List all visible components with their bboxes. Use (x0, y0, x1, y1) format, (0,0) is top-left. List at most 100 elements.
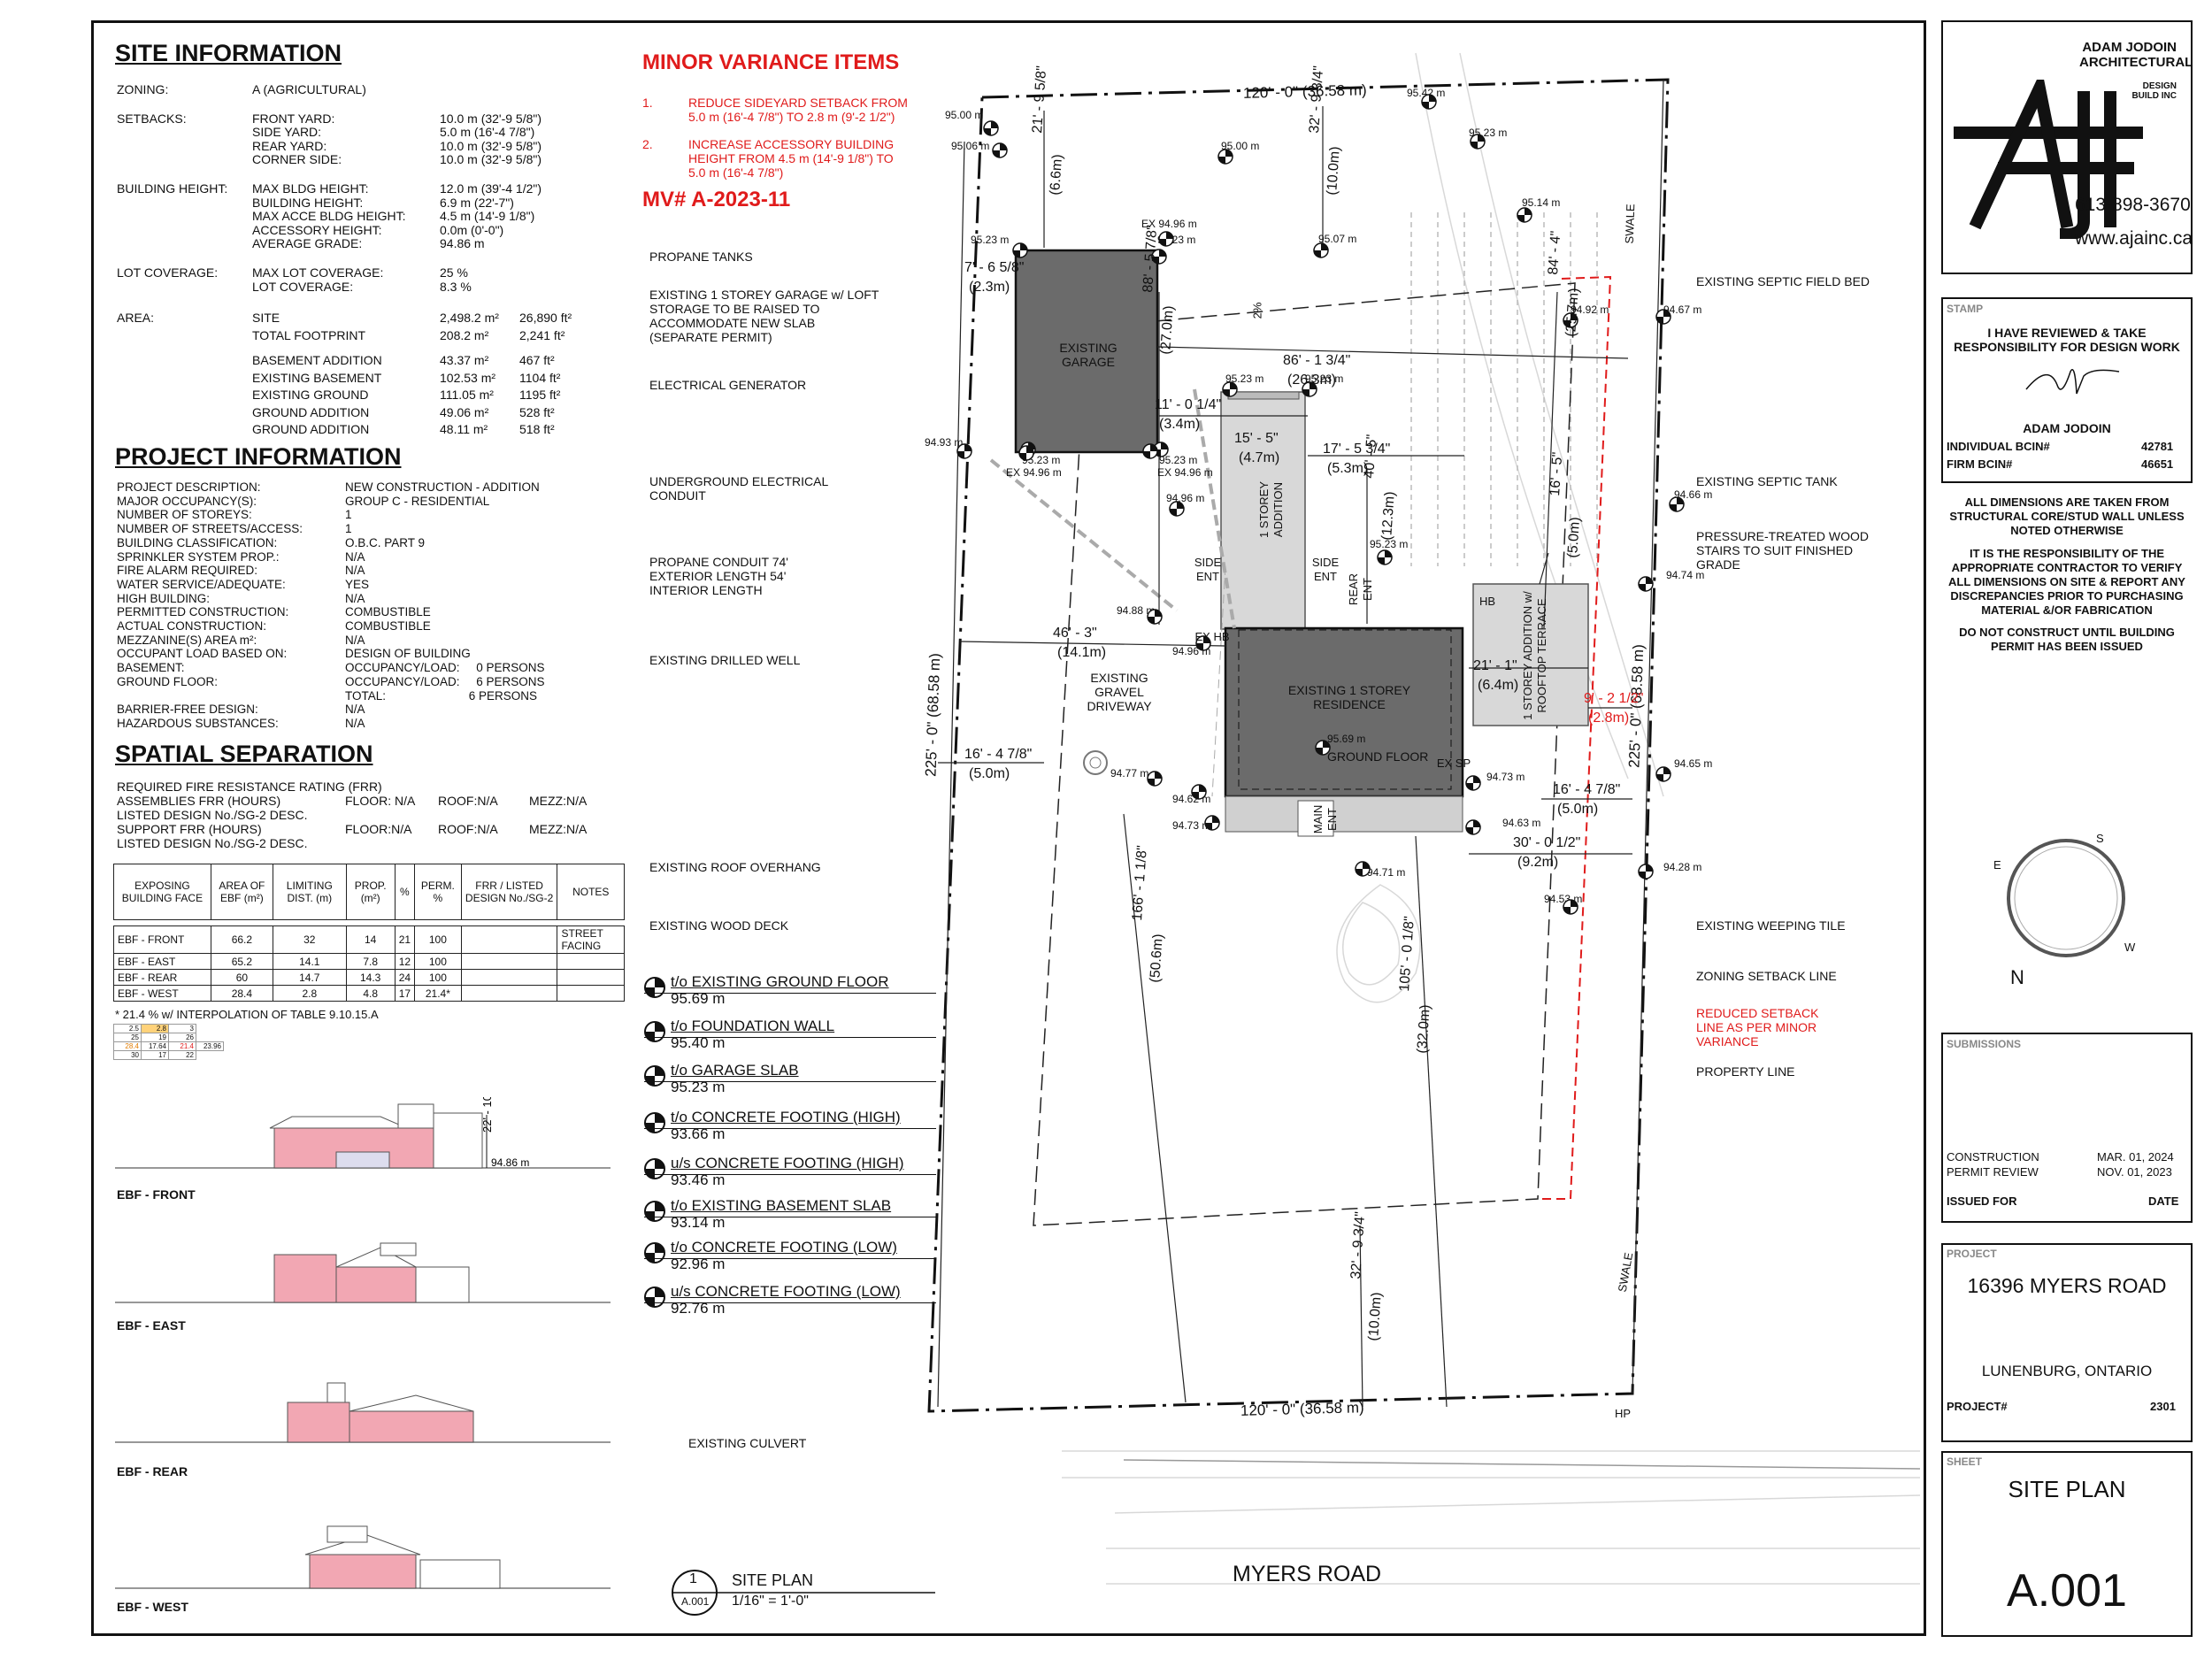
front-elev-el: 94.86 m (491, 1156, 529, 1169)
logo-box (1941, 20, 2193, 274)
front-elev-dim: 22' - 10 3/4" (480, 1097, 494, 1133)
dimension-metric: (6.4m) (1478, 678, 1519, 693)
frr-roof-2: ROOF:N/A (438, 822, 498, 836)
proj-value: N/A (345, 549, 365, 564)
level-marker-icon (644, 1021, 665, 1042)
date-label: DATE (2148, 1194, 2179, 1208)
spot-elevation: 95.23 m (1225, 373, 1264, 385)
dimension-text: 86' - 1 3/4" (1283, 353, 1351, 368)
project-caption: PROJECT (1947, 1248, 1997, 1260)
dimension-text: 16' - 4 7/8" (1553, 782, 1621, 797)
spot-elevation: 94.93 m (925, 436, 964, 449)
addition-e-label: 1 STOREY ADDITION w/ ROOFTOP TERRACE (1521, 591, 1548, 720)
frr-listed-1: LISTED DESIGN No./SG-2 DESC. (117, 808, 308, 822)
site-row-label: SETBACKS: (117, 111, 187, 126)
dimension-metric: (5.0m) (969, 766, 1010, 781)
area-key: TOTAL FOOTPRINT (252, 327, 366, 342)
mini-cell: 22 (168, 1050, 196, 1060)
entrance-label: EX SP (1436, 757, 1471, 770)
swale-label-1: SWALE (1622, 204, 1638, 244)
sub-1-date: MAR. 01, 2024 (2097, 1150, 2174, 1164)
dimension-text: 11' - 0 1/4" (1155, 397, 1222, 412)
proj-value: OCCUPANCY/LOAD: 6 PERSONS (345, 674, 545, 688)
company-logo (1954, 80, 2143, 239)
dimension-metric: (2.8m) (1588, 710, 1630, 726)
spot-elevation-icon (1638, 864, 1654, 879)
level-marker-icon (644, 1158, 665, 1179)
mv-item-1-num: 1. (642, 96, 653, 110)
callout-reduced-setback: REDUCED SETBACK LINE AS PER MINOR VARIAN… (1696, 1006, 1819, 1048)
sheet-title: SITE PLAN (2008, 1476, 2126, 1502)
dimension-text: 7' - 6 5/8" (964, 260, 1025, 275)
site-row-value: 12.0 m (39'-4 1/2") (440, 181, 542, 196)
ss-cell: 14.7 (272, 969, 347, 986)
note-dimensions: ALL DIMENSIONS ARE TAKEN FROM STRUCTURAL… (1949, 495, 2185, 537)
area-ft2: 528 ft² (519, 404, 555, 419)
level-name: t/o EXISTING GROUND FLOOR (671, 973, 889, 990)
entrance-label: MAIN ENT (1311, 804, 1339, 834)
spot-elevation: 95.23 m (1305, 373, 1344, 385)
proj-label: BASEMENT: (117, 661, 185, 675)
callout-property-line: PROPERTY LINE (1696, 1064, 1795, 1079)
ss-header: EXPOSING BUILDING FACE (113, 864, 211, 920)
sub-1-label: CONSTRUCTION (1947, 1150, 2039, 1164)
ss-cell (557, 985, 625, 1002)
label-ebf-front: EBF - FRONT (117, 1187, 196, 1202)
firm-web: www.ajainc.ca (2075, 228, 2193, 249)
site-row-value: 10.0 m (32'-9 5/8") (440, 152, 542, 167)
spot-elevation: 95.14 m (1522, 196, 1561, 209)
callout-weeping-tile: EXISTING WEEPING TILE (1696, 918, 1846, 933)
proj-value: COMBUSTIBLE (345, 605, 431, 619)
label-ebf-west: EBF - WEST (117, 1600, 188, 1614)
spot-elevation-icon (1655, 309, 1671, 325)
spot-elevation: 94.66 m (1674, 488, 1713, 501)
area-key: BASEMENT ADDITION (252, 353, 382, 368)
site-row-value: 8.3 % (440, 279, 472, 294)
label-ebf-east: EBF - EAST (117, 1318, 186, 1333)
spot-elevation-icon (1018, 445, 1034, 461)
spot-elevation-icon (1315, 740, 1331, 756)
level-marker-icon (644, 1112, 665, 1133)
spot-elevation: 94.92 m (1571, 303, 1609, 316)
level-value: 95.23 m (671, 1079, 726, 1095)
area-key: SITE (252, 311, 280, 326)
proj-label: BUILDING CLASSIFICATION: (117, 535, 278, 549)
submissions-caption: SUBMISSIONS (1947, 1038, 2022, 1050)
sheet-tag-num: 1 (689, 1571, 697, 1586)
spot-elevation: 94.71 m (1367, 866, 1406, 879)
spot-elevation: 95.23 m (971, 234, 1010, 246)
elevation-rear (115, 1382, 611, 1443)
site-row-key: MAX BLDG HEIGHT: (252, 181, 369, 196)
entrance-label: HP (1615, 1407, 1632, 1420)
sheet-tag-ref: A.001 (681, 1595, 710, 1608)
spot-elevation-icon (1355, 861, 1371, 877)
dimension-metric: (14.1m) (1057, 645, 1107, 660)
entrance-label: REAR ENT (1347, 572, 1374, 606)
entrance-label: HB (1479, 595, 1496, 608)
level-underline (644, 1174, 936, 1175)
project-box (1941, 1243, 2193, 1442)
callout-septic-field: EXISTING SEPTIC FIELD BED (1696, 274, 1870, 288)
level-entry: u/s CONCRETE FOOTING (HIGH)93.46 m (644, 1155, 936, 1188)
area-ft2: 1195 ft² (519, 388, 561, 403)
entrance-label: SIDE ENT (1311, 556, 1340, 583)
callout-roof-overhang: EXISTING ROOF OVERHANG (649, 860, 821, 874)
spot-elevation: 94.74 m (1666, 569, 1705, 581)
spot-elevation: 95.23 m (1159, 454, 1198, 466)
spot-elevation-icon (1638, 576, 1654, 592)
ss-header: LIMITING DIST. (m) (272, 864, 347, 920)
north-w: W (2124, 941, 2136, 954)
ss-cell: STREET FACING (557, 926, 625, 954)
site-info-heading: SITE INFORMATION (115, 40, 342, 66)
sheet-number: A.001 (2007, 1565, 2127, 1617)
spot-elevation-icon (1465, 819, 1481, 835)
frr-floor-2: FLOOR:N/A (345, 822, 412, 836)
proj-label: NUMBER OF STREETS/ACCESS: (117, 522, 303, 536)
driveway-label: EXISTING GRAVEL DRIVEWAY (1087, 671, 1152, 713)
area-ft2: 518 ft² (519, 422, 555, 437)
proj-value: N/A (345, 591, 365, 605)
frr-listed-2: LISTED DESIGN No./SG-2 DESC. (117, 836, 308, 850)
